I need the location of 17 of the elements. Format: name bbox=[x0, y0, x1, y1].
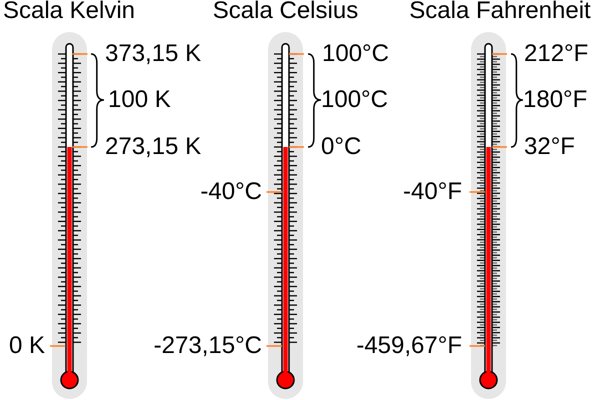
temperature-label: 32°F bbox=[524, 135, 575, 159]
temperature-label: -40°F bbox=[403, 180, 462, 204]
temperature-label: 212°F bbox=[524, 42, 588, 66]
temperature-label: -459,67°F bbox=[356, 334, 462, 358]
temperature-label: 373,15 K bbox=[105, 42, 202, 66]
temperature-label: 0 K bbox=[8, 334, 45, 358]
temperature-label: -40°C bbox=[200, 180, 262, 204]
temperature-label: 0°C bbox=[321, 135, 362, 159]
temperature-label: -273,15°C bbox=[154, 334, 262, 358]
temperature-label: 100°C bbox=[322, 42, 389, 66]
temperature-label: 273,15 K bbox=[105, 135, 202, 159]
scale-heading: Scala Fahrenheit bbox=[409, 0, 591, 22]
scale-heading: Scala Celsius bbox=[212, 0, 358, 22]
scale-heading: Scala Kelvin bbox=[2, 0, 136, 22]
temperature-label: 180°F bbox=[523, 88, 588, 112]
temperature-label: 100 K bbox=[108, 88, 171, 112]
temperature-label: 100°C bbox=[321, 88, 388, 112]
